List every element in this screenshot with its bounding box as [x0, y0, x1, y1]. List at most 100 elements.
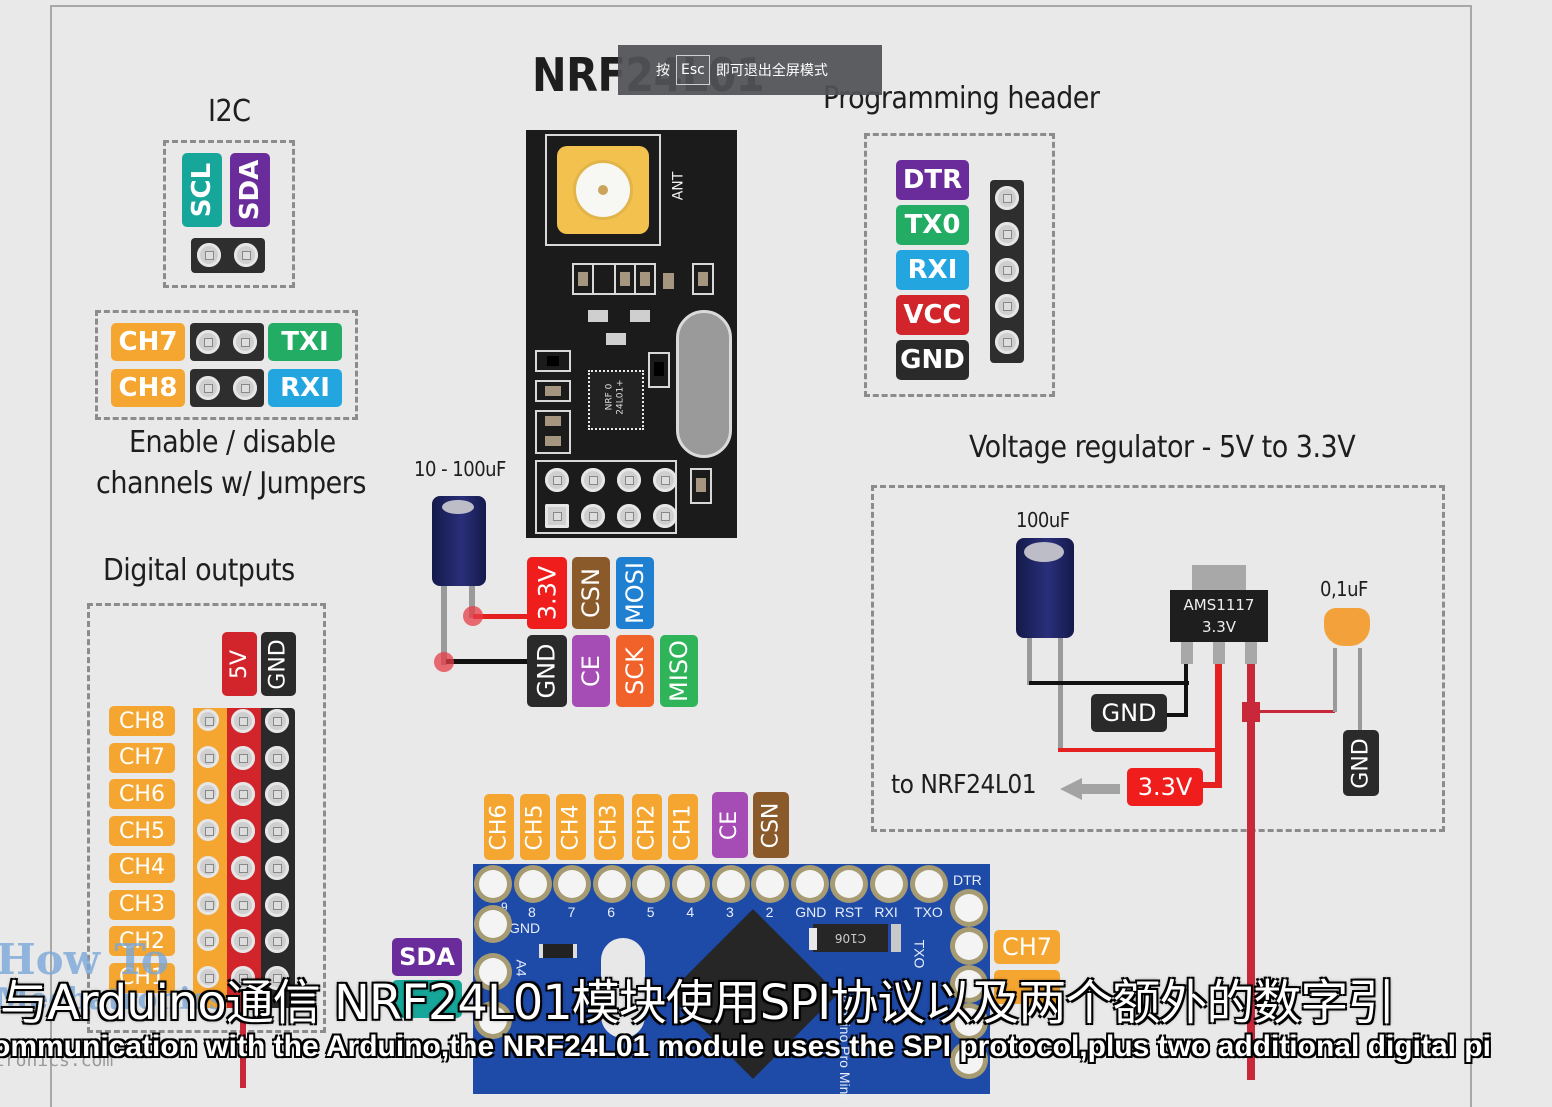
voltage-regulator-box	[871, 485, 1445, 832]
arduino-pin[interactable]	[479, 958, 507, 986]
arduino-top-tag: CH3	[594, 794, 624, 860]
arduino-pin-label: 3	[726, 904, 734, 920]
smd-component	[535, 350, 571, 372]
smd-component	[592, 263, 616, 295]
nrf-pin-header	[535, 460, 677, 534]
jumper-ch8-tag: CH8	[111, 369, 185, 407]
regulator-model: AMS1117	[1183, 596, 1255, 614]
pin-pad	[197, 892, 219, 915]
pin-pad	[265, 892, 289, 917]
regulator-leg	[1213, 642, 1225, 664]
pin-pad	[231, 892, 255, 917]
arduino-pin[interactable]	[637, 870, 666, 898]
arduino-pin[interactable]	[518, 870, 547, 898]
arduino-pin[interactable]	[479, 870, 507, 898]
ceramic-capacitor	[1324, 608, 1370, 646]
pin-pad	[231, 745, 255, 770]
pin-pad	[197, 855, 219, 878]
arrow-left-icon	[1060, 778, 1082, 800]
pin-pad	[995, 222, 1019, 246]
smd-component	[630, 310, 650, 322]
fullscreen-exit-toast: 按 Esc 即可退出全屏模式	[618, 45, 882, 95]
arduino-pin[interactable]	[914, 870, 943, 898]
pin-pad	[995, 330, 1019, 354]
voltage-regulator-title: Voltage regulator - 5V to 3.3V	[969, 430, 1356, 465]
pin-pad	[234, 243, 258, 267]
pin-pad	[197, 243, 221, 267]
pin-pad	[233, 330, 257, 354]
pin-pad	[231, 782, 255, 807]
pin-pad	[995, 258, 1019, 282]
smd-component	[891, 924, 901, 952]
arduino-pin[interactable]	[955, 932, 983, 960]
pin-pad	[265, 965, 289, 990]
arduino-pin-label: 2	[765, 904, 774, 920]
prog-pin-gnd: GND	[896, 340, 969, 380]
watermark-line1: How To	[0, 935, 169, 984]
pin-pad	[197, 782, 219, 805]
arduino-pin[interactable]	[677, 870, 705, 898]
wire-gnd	[1029, 681, 1189, 685]
pin-pad	[196, 376, 220, 400]
pin-pad	[197, 929, 219, 952]
ams1117-regulator: AMS1117 3.3V	[1170, 590, 1268, 642]
arduino-pin[interactable]	[756, 870, 785, 898]
jumpers-caption-line2: channels w/ Jumpers	[96, 466, 366, 501]
arduino-pin[interactable]	[479, 910, 507, 938]
jumper-header-1[interactable]	[190, 323, 264, 361]
arduino-pin[interactable]	[795, 870, 824, 898]
arduino-top-tag: CE	[712, 792, 748, 858]
nrf-pin-mosi: MOSI	[616, 557, 654, 629]
subtitle-english: ommunication with the Arduino,the NRF24L…	[0, 1030, 1491, 1063]
pin-pad	[545, 468, 569, 492]
arduino-pin[interactable]	[955, 1008, 983, 1036]
jumper-header-2[interactable]	[190, 369, 264, 407]
antenna-socket-icon	[573, 160, 633, 220]
arduino-pin[interactable]	[955, 970, 983, 998]
dout-channel-tag: CH8	[109, 706, 175, 736]
arduino-pin[interactable]	[479, 1006, 507, 1034]
i2c-box	[163, 140, 295, 288]
regulator-voltage: 3.3V	[1201, 618, 1237, 636]
pin-pad	[196, 330, 220, 354]
nrf24l01-module: ANT NRF 0 24L01+	[526, 130, 737, 538]
arduino-pin[interactable]	[955, 1046, 983, 1074]
i2c-header	[191, 238, 265, 273]
arduino-pin-label: RXI	[874, 904, 898, 920]
pin-pad	[231, 855, 255, 880]
dout-channel-tag: CH4	[109, 852, 175, 883]
capacitor-top	[1024, 542, 1064, 562]
cap-lead	[1058, 630, 1063, 750]
nrf-pin-csn: CSN	[572, 557, 610, 629]
smd-component	[692, 263, 714, 295]
pin-pad	[995, 186, 1019, 210]
dout-channel-tag: CH6	[109, 779, 175, 810]
pin-pad	[233, 376, 257, 400]
nrf-pin-3v3: 3.3V	[527, 557, 567, 629]
jumper-rxi-tag: RXI	[268, 369, 342, 407]
nrf-pin-gnd: GND	[527, 635, 567, 707]
arduino-pin[interactable]	[716, 870, 745, 898]
watermark-line2: Mechatronics	[0, 982, 226, 1017]
cap-100uf-label: 100uF	[1016, 508, 1070, 532]
arduino-pin[interactable]	[558, 870, 587, 898]
prog-pin-dtr: DTR	[896, 160, 969, 200]
arduino-pin[interactable]	[597, 870, 626, 898]
pin-pad-square	[545, 504, 569, 528]
regulator-leg	[1181, 642, 1193, 664]
arduino-pin[interactable]	[875, 870, 903, 898]
prog-pin-rxi: RXI	[896, 250, 969, 290]
subtitle-chinese: 与Arduino通信 NRF24L01模块使用SPI协议以及两个额外的数字引	[0, 975, 1395, 1031]
dout-channel-tag: CH3	[109, 889, 175, 920]
smd-component	[535, 380, 571, 402]
i2c-scl-tag: SCL	[182, 153, 222, 227]
digital-outputs-title: Digital outputs	[103, 553, 295, 588]
c106-chip: C106	[813, 924, 888, 952]
regulator-gnd-tag: GND	[1091, 694, 1167, 732]
arduino-pin[interactable]	[955, 894, 983, 922]
arduino-pin[interactable]	[835, 870, 864, 898]
pin-pad	[265, 745, 289, 770]
regulator-tab	[1192, 565, 1246, 593]
arduino-scl-tag	[392, 980, 462, 1018]
watermark-site: tronics.com	[0, 1050, 114, 1071]
